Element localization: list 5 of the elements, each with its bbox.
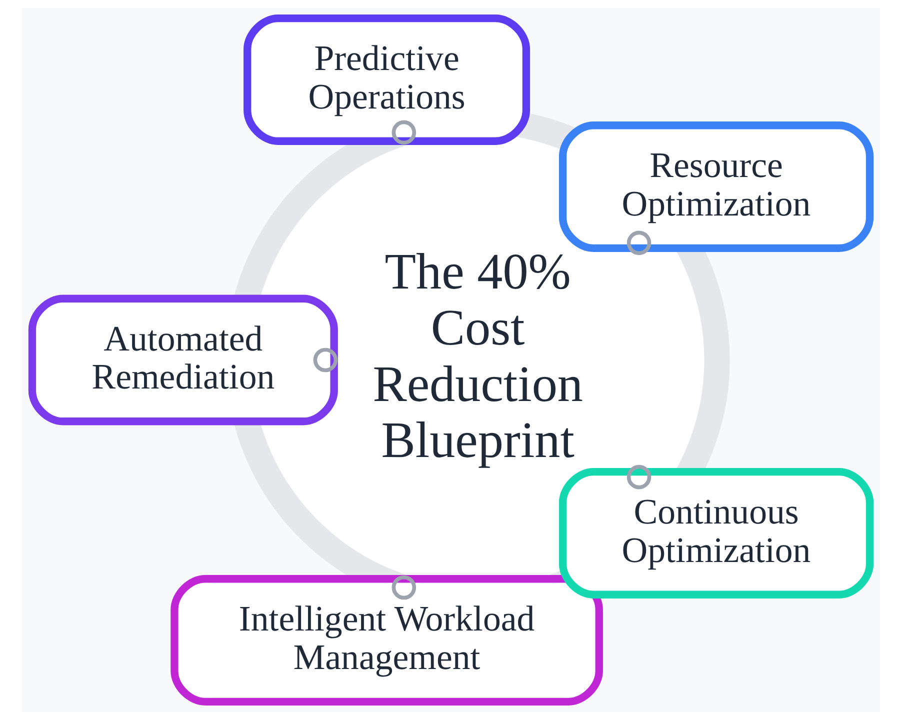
connector [626,230,651,256]
connector [626,464,651,490]
connector [391,575,416,600]
connector [312,348,338,372]
connector [391,120,416,145]
